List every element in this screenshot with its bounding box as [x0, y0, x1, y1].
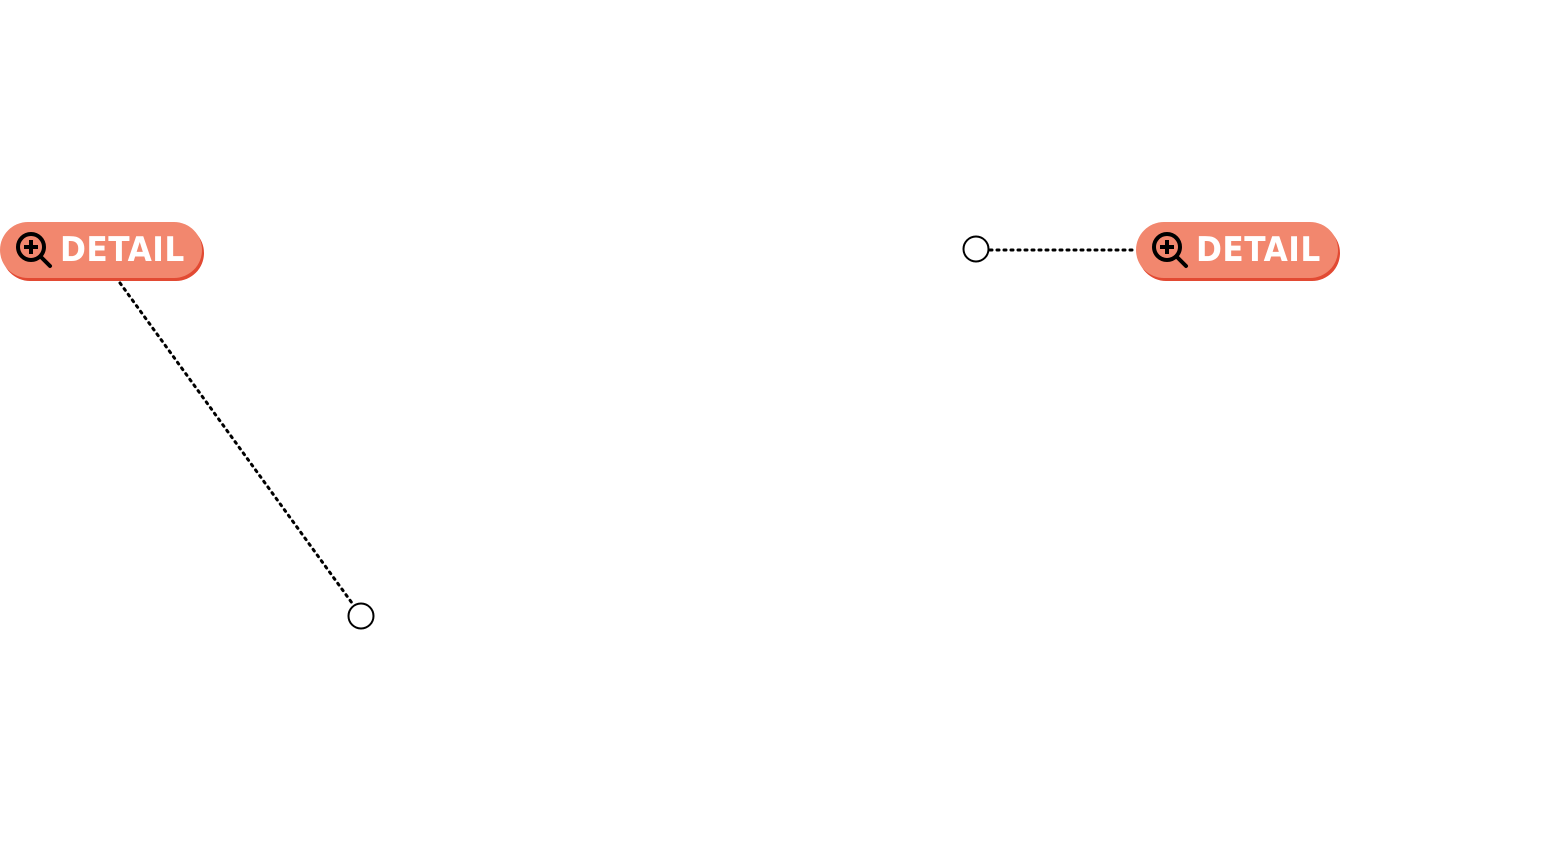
hotspot-marker-2[interactable] [962, 235, 990, 263]
detail-button-label: DETAIL [60, 230, 185, 270]
zoom-in-icon [16, 232, 52, 268]
zoom-in-icon [1152, 232, 1188, 268]
connector-line-1 [118, 281, 354, 605]
detail-button-2[interactable]: DETAIL [1136, 222, 1338, 278]
detail-button-1[interactable]: DETAIL [0, 222, 202, 278]
detail-button-label: DETAIL [1196, 230, 1321, 270]
hotspot-marker-1[interactable] [347, 602, 375, 630]
